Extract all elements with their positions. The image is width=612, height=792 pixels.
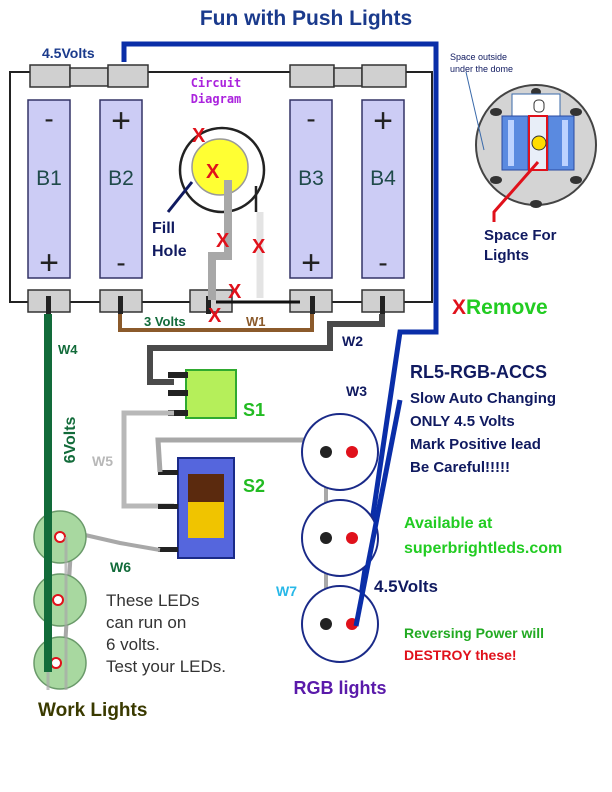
b2-plus-sign: + xyxy=(111,102,131,140)
available-line2: superbrightleds.com xyxy=(404,540,562,557)
top-contacts xyxy=(29,64,407,88)
s2-pin-3 xyxy=(158,547,178,552)
work-led-3 xyxy=(33,636,87,690)
remove-mark-2: X xyxy=(206,161,220,183)
label-s1: S1 xyxy=(243,400,265,420)
work-note-line3: 6 volts. xyxy=(106,635,160,654)
b4-label: B4 xyxy=(370,167,396,190)
contact-top-5 xyxy=(333,67,363,87)
b4-plus-sign: + xyxy=(373,102,393,140)
remove-mark-6: X xyxy=(208,305,222,327)
wire-w3 xyxy=(121,41,439,631)
rl5-line1: Slow Auto Changing xyxy=(410,390,556,407)
label-4-5-volts-right: 4.5Volts xyxy=(374,577,438,596)
rl5-line4: Be Careful!!!!! xyxy=(410,459,510,476)
contact-top-1 xyxy=(29,64,71,88)
remove-mark-1: X xyxy=(192,125,206,147)
work-note-line4: Test your LEDs. xyxy=(106,657,226,676)
b4-minus-sign: - xyxy=(378,247,387,278)
space-lights-line2: Lights xyxy=(484,247,529,264)
remove-legend-x: X xyxy=(452,296,466,319)
bulb-wire-gray xyxy=(208,180,232,300)
label-w5: W5 xyxy=(92,453,113,469)
b2-minus-sign: - xyxy=(116,247,125,278)
title: Fun with Push Lights xyxy=(200,7,412,30)
wire-w5 xyxy=(121,410,174,509)
remove-mark-3: X xyxy=(216,230,230,252)
available-line1: Available at xyxy=(404,515,493,532)
remove-mark-4: X xyxy=(252,236,266,258)
label-4-5-volts-top: 4.5Volts xyxy=(42,45,95,61)
s1-pin-2 xyxy=(168,390,188,396)
switch-s1 xyxy=(185,369,237,419)
contact-pins xyxy=(46,296,385,314)
contact-top-4 xyxy=(289,64,335,88)
wire-w2 xyxy=(147,314,385,385)
rgb-led-2 xyxy=(301,499,379,577)
work-note-line1: These LEDs xyxy=(106,591,200,610)
b1-minus-sign: - xyxy=(44,103,53,134)
reverse-line1: Reversing Power will xyxy=(404,625,544,641)
s2-slider-top xyxy=(188,474,224,502)
space-outside-line2: under the dome xyxy=(450,64,513,74)
space-outside-line1: Space outside xyxy=(450,52,507,62)
remove-legend-word: Remove xyxy=(466,296,548,319)
battery-b3: - B3 + xyxy=(289,99,333,282)
label-w6: W6 xyxy=(110,559,131,575)
label-6-volts: 6Volts xyxy=(62,416,79,463)
wire-w3-overlay xyxy=(353,399,403,627)
rgb-led-1 xyxy=(301,413,379,491)
work-led-2 xyxy=(33,573,87,627)
b1-label: B1 xyxy=(36,167,62,190)
contact-top-2 xyxy=(69,67,109,87)
dome-illustration xyxy=(475,84,597,208)
fill-label-line1: Fill xyxy=(152,220,175,237)
label-3-volts: 3 Volts xyxy=(144,314,186,329)
battery-b4: + B4 - xyxy=(361,99,405,279)
s1-pin-3 xyxy=(168,410,188,416)
b1-plus-sign: + xyxy=(39,244,59,282)
space-outside-pointer xyxy=(465,71,485,151)
s2-slider-bottom xyxy=(188,502,224,538)
work-led-1 xyxy=(33,510,87,564)
s2-pin-1 xyxy=(158,470,178,475)
label-s2: S2 xyxy=(243,476,265,496)
battery-b1: - B1 + xyxy=(27,99,71,282)
space-lights-pointer xyxy=(492,161,540,222)
reverse-line2: DESTROY these! xyxy=(404,647,517,663)
space-lights-line1: Space For xyxy=(484,227,557,244)
work-note-line2: can run on xyxy=(106,613,186,632)
label-w1: W1 xyxy=(246,314,266,329)
wire-w1 xyxy=(118,314,314,332)
rl5-line2: ONLY 4.5 Volts xyxy=(410,413,515,430)
b3-plus-sign: + xyxy=(301,244,321,282)
fill-hole-pointer xyxy=(166,181,194,213)
fill-label-line2: Hole xyxy=(152,243,187,260)
circuit-label-line1: Circuit xyxy=(191,76,242,90)
remove-legend: XRemove xyxy=(452,296,548,319)
s1-pin-1 xyxy=(168,372,188,378)
b3-label: B3 xyxy=(298,167,324,190)
contact-top-3 xyxy=(107,64,149,88)
remove-mark-5: X xyxy=(228,281,242,303)
label-w7: W7 xyxy=(276,583,297,599)
label-w4: W4 xyxy=(58,342,78,357)
s2-pin-2 xyxy=(158,504,178,509)
push-light-bulb xyxy=(178,126,266,214)
battery-b2: + B2 - xyxy=(99,99,143,279)
contact-top-6 xyxy=(361,64,407,88)
label-w2: W2 xyxy=(342,333,363,349)
wire-s2-to-rgb xyxy=(155,437,326,473)
b2-label: B2 xyxy=(108,167,134,190)
rl5-line3: Mark Positive lead xyxy=(410,436,541,453)
circuit-label-line2: Diagram xyxy=(191,92,242,106)
b3-minus-sign: - xyxy=(306,103,315,134)
rl5-title: RL5-RGB-ACCS xyxy=(410,362,547,382)
label-w3: W3 xyxy=(346,383,367,399)
rgb-led-3 xyxy=(301,585,379,663)
label-work-lights: Work Lights xyxy=(38,700,147,721)
label-rgb-lights: RGB lights xyxy=(294,678,387,698)
